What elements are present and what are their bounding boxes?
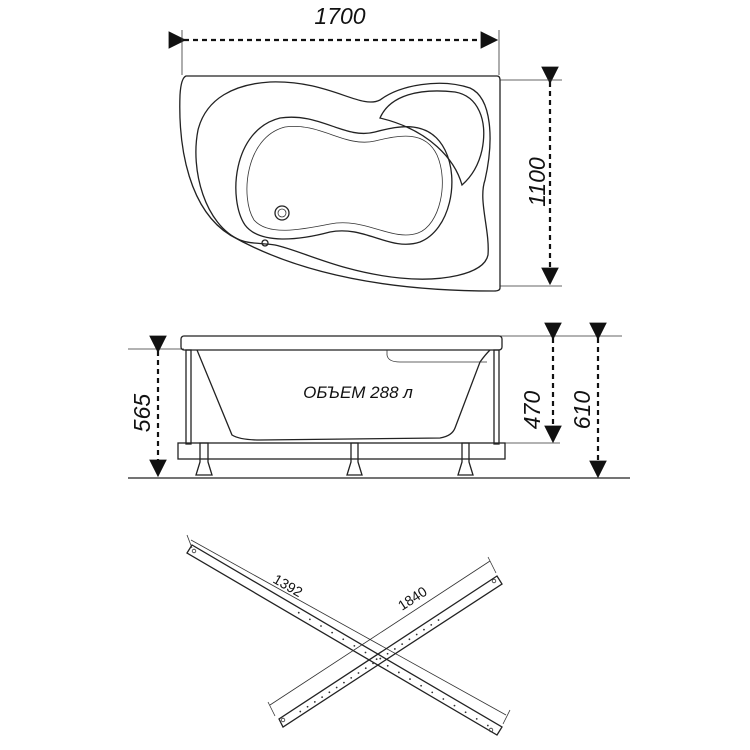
- hole-dot: [386, 652, 389, 655]
- mounting-holes: [297, 611, 489, 727]
- hole-dot: [299, 710, 302, 713]
- tub-outline: [179, 75, 501, 292]
- hole-dot: [475, 718, 478, 720]
- hole-dot: [423, 628, 425, 631]
- hole-dot: [308, 618, 311, 621]
- total-height-label: 610: [569, 391, 595, 430]
- hole-dot: [364, 667, 367, 670]
- frame-height-label: 565: [129, 394, 155, 433]
- bar-short-label: 1392: [271, 571, 306, 601]
- depth-label: 1100: [524, 157, 550, 207]
- volume-label: ОБЪЕМ 288 л: [303, 383, 413, 402]
- overflow-icon: [261, 239, 269, 247]
- hole-dot: [431, 691, 434, 694]
- frame-leg-right: [493, 349, 500, 445]
- hole-dot: [408, 638, 411, 641]
- hole-dot: [335, 686, 338, 689]
- hole-dot: [386, 664, 389, 667]
- hole-dot: [442, 698, 445, 700]
- hole-dot: [415, 633, 418, 636]
- hole-dot: [350, 676, 353, 679]
- hole-dot: [430, 623, 433, 626]
- width-label: 1700: [314, 3, 365, 29]
- tub-rim: [195, 81, 491, 280]
- hole-dot: [331, 631, 334, 634]
- hole-dot: [420, 684, 423, 687]
- hole-dot: [437, 619, 440, 621]
- hole-dot: [297, 611, 300, 614]
- hole-dot: [401, 643, 404, 646]
- hole-dot: [313, 701, 316, 703]
- hole-dot: [320, 625, 322, 627]
- hole-dot: [375, 658, 378, 661]
- tub-depth-label: 470: [519, 391, 545, 430]
- side-view: ОБЪЕМ 288 л 565 470 610: [128, 322, 630, 479]
- hole-dot: [397, 671, 400, 674]
- hole-dot: [453, 704, 456, 707]
- drain-icon: [274, 205, 290, 221]
- tub-body-side: [196, 349, 491, 441]
- hole-dot: [379, 657, 382, 660]
- hole-dot: [372, 662, 374, 665]
- hole-dot: [486, 724, 489, 727]
- hole-dot: [321, 696, 324, 699]
- hole-dot: [353, 644, 356, 647]
- bar-long-label: 1840: [395, 583, 430, 613]
- frame-leg-left: [185, 349, 192, 445]
- frame-base: [177, 442, 506, 460]
- frame-view: 1392 1840: [186, 534, 511, 736]
- tub-rim-side: [180, 335, 503, 351]
- hole-dot: [328, 691, 331, 694]
- adjustable-feet: [195, 442, 474, 476]
- hole-dot: [364, 651, 367, 654]
- hole-dot: [464, 711, 467, 714]
- hole-dot: [343, 681, 345, 684]
- frame-bar-long: 1840: [267, 556, 503, 728]
- tub-basin: [235, 116, 453, 245]
- top-view: 1700 1100: [168, 3, 562, 292]
- hole-dot: [357, 672, 360, 674]
- hole-dot: [409, 678, 411, 680]
- frame-bar-short: 1392: [186, 534, 511, 736]
- hole-dot: [393, 648, 396, 650]
- seat-recess: [379, 90, 485, 187]
- hole-dot: [306, 705, 309, 708]
- hole-dot: [342, 638, 345, 641]
